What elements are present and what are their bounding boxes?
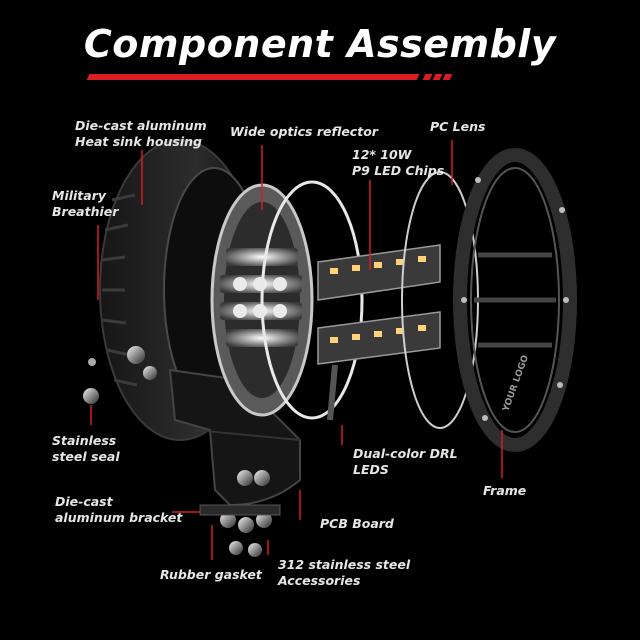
front-frame bbox=[453, 148, 577, 452]
leader-lines bbox=[90, 140, 503, 560]
rubber-gasket bbox=[199, 504, 281, 516]
label-line: Die-cast aluminum bbox=[75, 118, 207, 133]
label-rubber-gasket: Rubber gasket bbox=[160, 567, 262, 583]
label-line: aluminum bracket bbox=[55, 510, 183, 525]
label-line: Frame bbox=[483, 483, 527, 498]
label-line: Rubber gasket bbox=[160, 567, 262, 582]
label-line: 312 stainless steel bbox=[278, 557, 411, 572]
label-pcb-board: PCB Board bbox=[320, 516, 394, 532]
led-chip-board bbox=[317, 244, 441, 301]
label-line: PCB Board bbox=[320, 516, 394, 531]
label-line: Dual-color DRL bbox=[353, 446, 458, 461]
label-line: Breathier bbox=[52, 204, 119, 219]
label-line: Heat sink housing bbox=[75, 134, 202, 149]
label-bracket: Die-cast aluminum bracket bbox=[55, 494, 182, 526]
pcb-board bbox=[327, 364, 338, 421]
label-accessories: 312 stainless steel Accessories bbox=[278, 557, 410, 589]
breather-valve bbox=[127, 346, 157, 380]
label-heat-sink-housing: Die-cast aluminum Heat sink housing bbox=[75, 118, 207, 150]
aluminum-bracket bbox=[168, 368, 301, 507]
label-line: Stainless bbox=[52, 433, 117, 448]
label-line: LEDS bbox=[353, 462, 389, 477]
steel-seal bbox=[83, 358, 99, 404]
label-line: Accessories bbox=[278, 573, 361, 588]
label-line: steel seal bbox=[52, 449, 120, 464]
label-drl-leds: Dual-color DRL LEDS bbox=[353, 446, 458, 478]
label-frame: Frame bbox=[483, 483, 526, 499]
page-title: Component Assembly bbox=[83, 22, 557, 66]
label-pc-lens: PC Lens bbox=[430, 119, 485, 135]
label-steel-seal: Stainless steel seal bbox=[52, 433, 120, 465]
label-line: 12* 10W bbox=[352, 147, 412, 162]
label-line: P9 LED Chips bbox=[352, 163, 445, 178]
label-line: Military bbox=[52, 188, 107, 203]
label-line: Wide optics reflector bbox=[230, 124, 378, 139]
stainless-accessories bbox=[220, 470, 272, 557]
drl-led-board bbox=[317, 311, 441, 365]
label-led-chips: 12* 10W P9 LED Chips bbox=[352, 147, 444, 179]
label-line: PC Lens bbox=[430, 119, 486, 134]
label-reflector: Wide optics reflector bbox=[230, 124, 378, 140]
label-breather: Military Breathier bbox=[52, 188, 118, 220]
sealing-ring bbox=[260, 180, 364, 420]
label-line: Die-cast bbox=[55, 494, 113, 509]
frame-logo: YOUR LOGO bbox=[501, 354, 531, 414]
